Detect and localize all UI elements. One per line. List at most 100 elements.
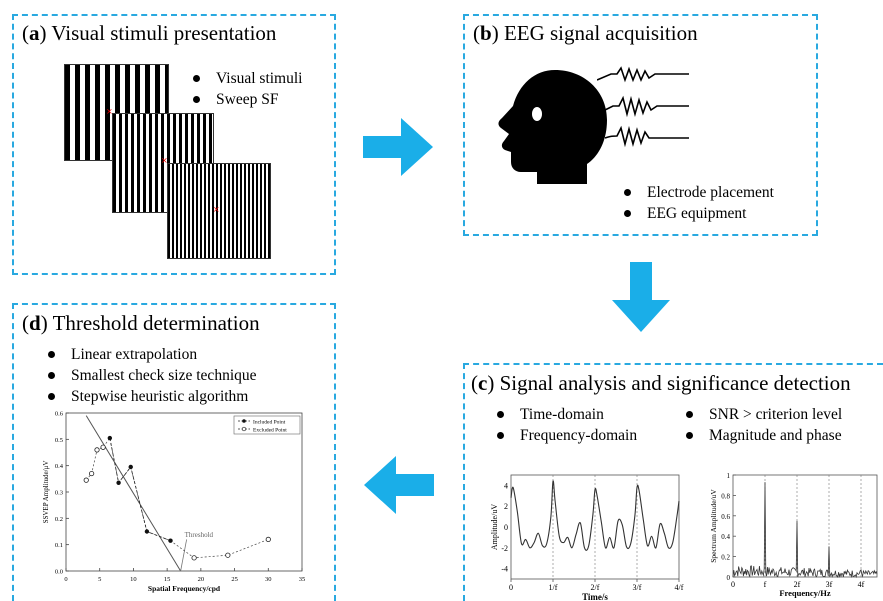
bullet-item: Electrode placement — [621, 182, 774, 203]
excluded-point — [191, 555, 197, 561]
included-point — [168, 538, 173, 543]
electrode-wire-icon — [597, 66, 689, 148]
arrow-left-icon — [364, 456, 434, 514]
included-point — [107, 435, 113, 441]
y-tick-label: 0.4 — [55, 463, 64, 470]
threshold-annotation: Threshold — [185, 531, 214, 539]
x-tick-label: 4f — [858, 580, 865, 589]
panel-c-title: (c) Signal analysis and significance det… — [471, 371, 851, 395]
y-tick-label: 0.2 — [55, 516, 63, 523]
x-tick-label: 30 — [265, 576, 272, 583]
plot-frame — [65, 412, 303, 572]
bullet-item: EEG equipment — [621, 203, 774, 224]
fixation-cross-icon: × — [213, 205, 220, 214]
legend-marker — [241, 426, 247, 432]
excluded-series-line — [85, 437, 269, 559]
x-tick-label: 5 — [98, 576, 101, 583]
excluded-point — [83, 477, 89, 483]
bullet-item: Smallest check size technique — [45, 365, 257, 386]
bullet-item: Visual stimuli — [190, 68, 302, 89]
y-axis-label: Spectrum Amplitude/uV — [709, 489, 718, 563]
y-tick-label: 1 — [727, 472, 731, 480]
y-tick-label: 0.6 — [721, 513, 730, 521]
x-tick-label: 0 — [64, 576, 67, 583]
y-tick-label: -4 — [501, 565, 508, 574]
y-tick-label: 0.6 — [55, 411, 64, 418]
plot-frame — [732, 474, 878, 578]
x-tick-label: 0 — [509, 583, 513, 592]
bullet-item: Magnitude and phase — [683, 425, 842, 446]
panel-b-bullets: Electrode placement EEG equipment — [621, 182, 774, 224]
head-silhouette-icon — [498, 70, 607, 184]
y-axis-label: SSVEP Amplitude/μV — [42, 461, 50, 524]
x-tick-label: 2/f — [591, 583, 600, 592]
x-tick-label: 15 — [164, 576, 171, 583]
panel-a-title: (a) Visual stimuli presentation — [22, 21, 277, 45]
legend-label: Excluded Point — [253, 428, 287, 434]
included-series-line — [109, 437, 171, 542]
panel-d-bullets: Linear extrapolation Smallest check size… — [45, 344, 257, 407]
x-tick-label: 4/f — [675, 583, 684, 592]
y-tick-label: 0 — [504, 523, 508, 532]
panel-signal-analysis: (c) Signal analysis and significance det… — [463, 363, 883, 601]
y-tick-label: 0.0 — [55, 569, 63, 576]
x-tick-label: 35 — [299, 576, 306, 583]
bullet-item: SNR > criterion level — [683, 404, 842, 425]
x-tick-label: 3f — [826, 580, 833, 589]
arrow-right-icon — [363, 118, 433, 176]
y-axis-label: Amplitude/uV — [491, 504, 499, 550]
x-axis-label: Spatial Frequency/cpd — [148, 584, 221, 593]
legend-label: Included Point — [253, 420, 286, 426]
x-tick-label: 20 — [198, 576, 205, 583]
fixation-cross-icon: × — [106, 107, 113, 116]
panel-b-title: (b) EEG signal acquisition — [473, 21, 698, 45]
spectrum-line — [732, 482, 878, 579]
y-tick-label: 0.4 — [721, 533, 730, 541]
bullet-item: Time-domain — [494, 404, 637, 425]
y-tick-label: 0.1 — [55, 542, 63, 549]
panel-a-bullets: Visual stimuli Sweep SF — [190, 68, 302, 110]
excluded-point — [94, 447, 100, 453]
panel-visual-stimuli: (a) Visual stimuli presentation × × × Vi… — [12, 14, 336, 275]
y-tick-label: 0.3 — [55, 490, 63, 497]
x-tick-label: 25 — [231, 576, 238, 583]
y-tick-label: 4 — [504, 481, 508, 490]
excluded-point — [100, 444, 106, 450]
panel-c-bullets-right: SNR > criterion level Magnitude and phas… — [683, 404, 842, 446]
excluded-point — [89, 470, 95, 477]
fit-line — [85, 415, 182, 572]
x-tick-label: 10 — [130, 576, 137, 583]
included-point — [128, 464, 133, 470]
panel-threshold-determination: (d) Threshold determination Linear extra… — [12, 303, 336, 601]
panel-eeg-acquisition: (b) EEG signal acquisition Electrode pla… — [463, 14, 818, 236]
panel-c-bullets-left: Time-domain Frequency-domain — [494, 404, 637, 446]
bullet-item: Stepwise heuristic algorithm — [45, 386, 257, 407]
x-axis-label: Frequency/Hz — [779, 588, 831, 598]
y-tick-label: 0 — [727, 574, 731, 582]
y-tick-label: 0.2 — [721, 554, 730, 562]
x-tick-label: 1/f — [549, 583, 558, 592]
arrow-down-icon — [612, 262, 670, 332]
annotation-pointer — [180, 539, 188, 572]
x-tick-label: f — [764, 580, 767, 589]
x-tick-label: 0 — [731, 580, 735, 589]
bullet-item: Linear extrapolation — [45, 344, 257, 365]
panel-d-title: (d) Threshold determination — [22, 311, 260, 335]
excluded-point — [265, 536, 271, 542]
bullet-item: Sweep SF — [190, 89, 302, 110]
x-tick-label: 3/f — [633, 583, 642, 592]
y-tick-label: 0.8 — [721, 492, 730, 500]
x-tick-label: 2f — [794, 580, 801, 589]
included-point — [116, 480, 121, 485]
legend-box — [233, 415, 301, 435]
y-tick-label: 2 — [504, 502, 508, 511]
legend-marker — [242, 419, 246, 423]
included-point — [144, 529, 150, 534]
y-tick-label: -2 — [501, 544, 508, 553]
x-axis-label: Time/s — [582, 592, 608, 601]
grating-stimulus-high-sf — [167, 163, 271, 259]
signal-line — [510, 480, 680, 551]
